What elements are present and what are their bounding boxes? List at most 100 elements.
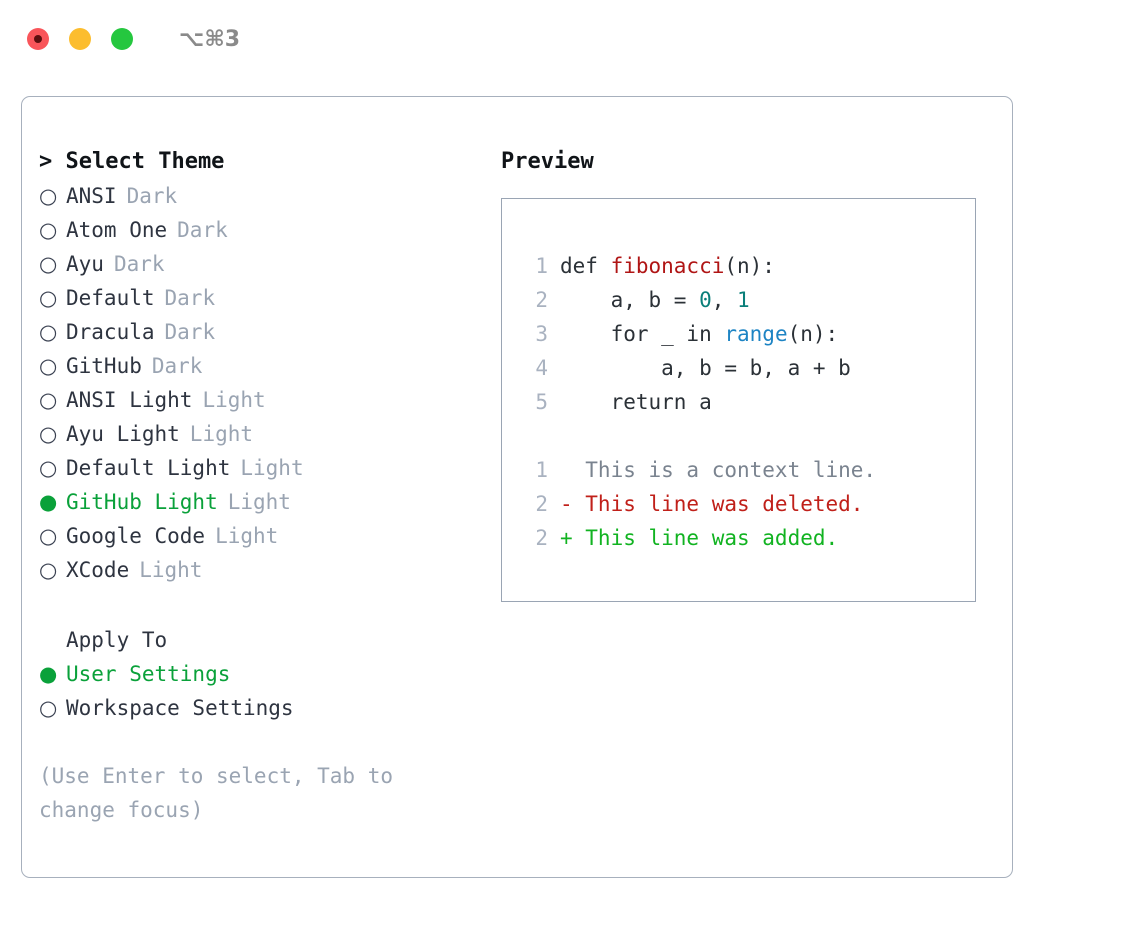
diff-line-group: 1 This is a context line. 2 - This line wa… [520, 453, 967, 555]
select-theme-heading: > Select Theme [39, 149, 225, 174]
theme-option-ansi-light[interactable]: ○ ANSI Light Light [39, 383, 489, 417]
code-line: 5 return a [520, 385, 967, 419]
theme-variant-tag: Dark [113, 252, 165, 276]
diff-line-text: - This line was deleted. [560, 492, 864, 516]
theme-option-label: Atom One [66, 218, 168, 242]
diff-line-number: 1 [535, 458, 548, 482]
radio-unselected-icon: ○ [39, 524, 58, 548]
diff-line-number: 2 [535, 526, 548, 550]
code-token-plain: a, b = b, a + b [560, 356, 851, 380]
theme-variant-tag: Light [215, 524, 279, 548]
apply-to-option-workspace-settings[interactable]: ○Workspace Settings [39, 691, 489, 725]
code-token-fn: fibonacci [610, 254, 725, 278]
code-line-text: def fibonacci(n): [560, 249, 775, 283]
theme-option-label: Google Code [66, 524, 206, 548]
radio-unselected-icon: ○ [39, 354, 58, 378]
radio-unselected-icon: ○ [39, 320, 58, 344]
theme-variant-tag: Light [240, 456, 304, 480]
title-bar: ⌥⌘3 [0, 0, 1140, 78]
theme-option-default[interactable]: ○ Default Dark [39, 281, 489, 315]
theme-option-xcode[interactable]: ○ XCode Light [39, 553, 489, 587]
theme-variant-tag: Light [139, 558, 203, 582]
diff-line-number: 2 [535, 492, 548, 516]
code-line-number: 3 [535, 322, 548, 346]
close-window-button[interactable] [27, 28, 49, 50]
radio-unselected-icon: ○ [39, 388, 58, 412]
code-line: 2 a, b = 0, 1 [520, 283, 967, 317]
theme-option-label: Dracula [66, 320, 155, 344]
code-line-number: 1 [535, 254, 548, 278]
theme-option-label: Default [66, 286, 155, 310]
code-token-plain: , [711, 288, 738, 312]
apply-to-option-label: Workspace Settings [66, 696, 294, 720]
keyboard-hint-text: (Use Enter to select, Tab to change focu… [39, 764, 394, 822]
code-line-number: 2 [535, 288, 548, 312]
preview-heading: Preview [501, 149, 594, 174]
code-line-number: 5 [535, 390, 548, 414]
radio-unselected-icon: ○ [39, 184, 58, 208]
radio-unselected-icon: ○ [39, 558, 58, 582]
radio-selected-icon: ● [39, 490, 58, 514]
code-line-text: a, b = 0, 1 [560, 283, 750, 317]
diff-line-text: + This line was added. [560, 526, 839, 550]
theme-option-dracula[interactable]: ○ Dracula Dark [39, 315, 489, 349]
diff-line-add: 2 + This line was added. [520, 521, 967, 555]
apply-to-section: Apply To ● User Settings ○Workspace Settin… [39, 623, 489, 725]
keyboard-shortcut-label: ⌥⌘3 [179, 26, 241, 52]
code-spacer [520, 419, 967, 453]
radio-selected-icon: ● [39, 662, 58, 686]
code-line-text: for _ in range(n): [560, 317, 839, 351]
code-token-plain: def [560, 254, 611, 278]
theme-variant-tag: Dark [164, 286, 216, 310]
radio-unselected-icon: ○ [39, 252, 58, 276]
theme-option-label: XCode [66, 558, 130, 582]
apply-to-option-user-settings[interactable]: ● User Settings [39, 657, 489, 691]
theme-option-google-code[interactable]: ○ Google Code Light [39, 519, 489, 553]
radio-unselected-icon: ○ [39, 422, 58, 446]
theme-option-label: ANSI [66, 184, 117, 208]
theme-option-label: Default Light [66, 456, 231, 480]
code-token-plain: return a [560, 390, 712, 414]
code-token-num: 1 [737, 288, 750, 312]
minimize-window-button[interactable] [69, 28, 91, 50]
theme-variant-tag: Light [202, 388, 266, 412]
theme-option-ayu[interactable]: ○ Ayu Dark [39, 247, 489, 281]
theme-option-ayu-light[interactable]: ○ Ayu Light Light [39, 417, 489, 451]
theme-option-label: Ayu [66, 252, 104, 276]
code-line-number: 4 [535, 356, 548, 380]
theme-option-label: Ayu Light [66, 422, 180, 446]
diff-line-ctx: 1 This is a context line. [520, 453, 967, 487]
apply-to-heading: Apply To [66, 628, 168, 652]
code-line-text: a, b = b, a + b [560, 351, 851, 385]
code-token-num: 0 [699, 288, 712, 312]
apply-to-option-label: User Settings [66, 662, 231, 686]
apply-to-option-list: ● User Settings ○Workspace Settings [39, 657, 489, 725]
theme-variant-tag: Light [189, 422, 254, 446]
code-token-plain: for _ in [560, 322, 725, 346]
diff-line-del: 2 - This line was deleted. [520, 487, 967, 521]
theme-variant-tag: Dark [164, 320, 216, 344]
code-line: 1 def fibonacci(n): [520, 249, 967, 283]
code-token-bi: range [724, 322, 788, 346]
theme-option-label: GitHub [66, 354, 142, 378]
code-token-plain: (n): [724, 254, 775, 278]
theme-option-label: ANSI Light [66, 388, 193, 412]
window-controls [27, 28, 133, 50]
maximize-window-button[interactable] [111, 28, 133, 50]
code-token-plain: a, b = [560, 288, 700, 312]
radio-unselected-icon: ○ [39, 286, 58, 310]
theme-variant-tag: Dark [177, 218, 228, 242]
code-line: 4 a, b = b, a + b [520, 351, 967, 385]
